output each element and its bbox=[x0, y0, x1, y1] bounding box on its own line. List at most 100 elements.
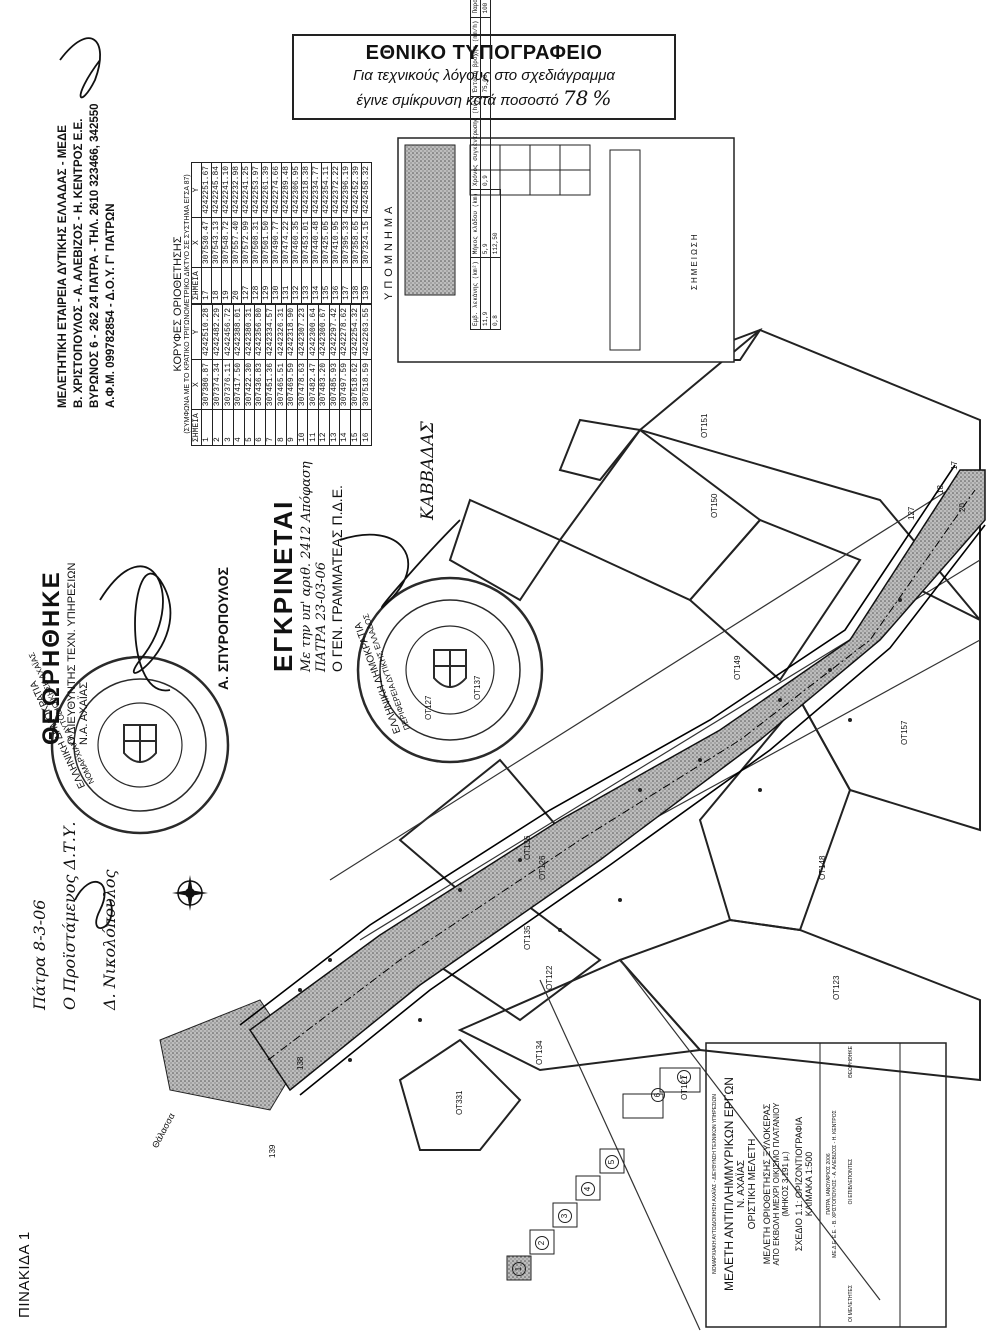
stamp-title: ΕΘΝΙΚΟ ΤΥΠΟΓΡΑΦΕΙΟ bbox=[365, 42, 603, 64]
coords-right-cell: 130 bbox=[271, 267, 282, 304]
zone-label: ΟΤ135 bbox=[523, 925, 532, 950]
legend-panel bbox=[397, 137, 735, 363]
coords-left-cell: 307422.30 bbox=[244, 359, 255, 410]
limit-line-right bbox=[299, 524, 986, 1096]
coords-right-cell: 307474.22 bbox=[281, 217, 292, 268]
handwritten-line1: Πάτρα 8-3-06 bbox=[30, 899, 49, 1010]
plate-label: ΠΙΝΑΚΙΔΑ 1 bbox=[16, 1231, 33, 1318]
coords-right-cell: 307324.15 bbox=[361, 217, 372, 268]
coords-left-cell: 4242307.23 bbox=[297, 304, 308, 360]
sheet-index bbox=[506, 1067, 701, 1281]
coords-right-cell: 4242334.77 bbox=[311, 162, 322, 218]
zone-label: ΟΤ151 bbox=[700, 413, 709, 438]
zone-label: ΟΤ331 bbox=[455, 1090, 464, 1115]
tb-prefecture: Ν. ΑΧΑΪΑΣ bbox=[736, 1160, 747, 1208]
zone-label: ΟΤ148 bbox=[818, 855, 827, 880]
sheet-number: 1 bbox=[512, 1262, 526, 1276]
zone-label: ΟΤ126 bbox=[538, 855, 547, 880]
coords-right-cell: 4242318.38 bbox=[301, 162, 312, 218]
coords-right-cell: 307508.31 bbox=[251, 217, 262, 268]
zone-label: ΟΤ157 bbox=[900, 720, 909, 745]
coords-header-0: ΣΗΜΕΙΑ bbox=[191, 267, 202, 304]
coords-right-cell: 134 bbox=[311, 267, 322, 304]
coords-right-cell: 129 bbox=[261, 267, 272, 304]
coords-right-cell: 307453.01 bbox=[301, 217, 312, 268]
legend-header: Μήκος κλάδου (km) bbox=[470, 189, 481, 258]
coords-right-cell: 138 bbox=[351, 267, 362, 304]
coords-left-cell: 4242300.64 bbox=[307, 304, 319, 360]
point-label: 17 bbox=[950, 461, 959, 470]
legend-header: Εμβ. λεκάνης (km²) bbox=[470, 257, 481, 330]
zone-label: ΟΤ123 bbox=[832, 975, 841, 1000]
legend-discharge-table: Εμβ. λεκάνης (km²)Μήκος κλάδου (km)Χρόνο… bbox=[470, 0, 501, 330]
stamp-percent-sign: % bbox=[592, 86, 612, 110]
coords-right-cell: 4242396.19 bbox=[341, 162, 352, 218]
stamp-line3: έγινε σμίκρυνση κατά ποσοστό 78 % bbox=[294, 86, 674, 110]
point-label: 127 bbox=[907, 506, 916, 520]
coords-right-cell: 4242306.95 bbox=[291, 162, 302, 218]
coords-left-cell: 307469.59 bbox=[286, 359, 298, 410]
coords-right-cell: 17 bbox=[201, 267, 212, 304]
coords-right-cell: 127 bbox=[241, 267, 252, 304]
coords-left-cell: 307482.47 bbox=[307, 359, 319, 410]
coords-header-2: Y bbox=[191, 304, 202, 360]
coords-left-cell: 4242278.62 bbox=[339, 304, 351, 360]
coords-left-cell: 7 bbox=[265, 409, 276, 446]
legend-note-title: ΣΗΜΕΙΩΣΗ bbox=[690, 232, 699, 290]
coords-right-cell: 20 bbox=[231, 267, 242, 304]
coords-left-cell: 4242482.29 bbox=[212, 304, 223, 360]
coords-left-cell: 4242297.42 bbox=[329, 304, 340, 360]
sheet-number: 7 bbox=[677, 1070, 691, 1084]
coords-left-cell: 307518.62 bbox=[350, 359, 361, 410]
coords-left-cell: 307436.83 bbox=[254, 359, 266, 410]
roads bbox=[249, 469, 981, 1331]
sheet-number: 4 bbox=[581, 1182, 595, 1196]
legend-cell: 0,8 bbox=[490, 257, 501, 330]
block-ot149 bbox=[688, 518, 862, 682]
tb-project: ΜΕΛΕΤΗ ΑΝΤΙΠΛΗΜΜΥΡΙΚΩΝ ΕΡΓΩΝ bbox=[722, 1077, 736, 1291]
coords-right-cell: 307460.35 bbox=[291, 217, 302, 268]
consultants-line4: Α.Φ.Μ. 099782854 - Δ.Ο.Υ. Γ' ΠΑΤΡΩΝ bbox=[105, 203, 117, 408]
legend-cell: 5,9 bbox=[480, 189, 491, 258]
approved-name: ΚΑΒΒΑΔΑΣ bbox=[418, 421, 438, 520]
legend-cell: 11,9 bbox=[480, 257, 491, 330]
coordinates-table-panel: ΚΟΡΥΦΕΣ ΟΡΙΟΘΕΤΗΣΗΣ (ΣΥΜΦΩΝΑ ΜΕ ΤΟ ΚΡΑΤΙ… bbox=[172, 162, 372, 446]
legend-cell: 75,00 bbox=[480, 17, 491, 97]
city-blocks bbox=[398, 327, 981, 1151]
approval-line2: Ο ΔΙΕΥΘΥΝΤΗΣ ΤΕΧΝ. ΥΠΗΡΕΣΙΩΝ bbox=[66, 562, 78, 745]
coords-left-cell: 307478.63 bbox=[297, 359, 308, 410]
coords-right-cell: 18 bbox=[211, 267, 222, 304]
coords-header-2: Y bbox=[191, 162, 202, 218]
coords-left-cell: 13 bbox=[329, 409, 340, 446]
coords-right-cell: 135 bbox=[321, 267, 332, 304]
zone-label: ΟΤ149 bbox=[733, 655, 742, 680]
sheet-number: 2 bbox=[535, 1236, 549, 1250]
coords-right-cell: 4242241.10 bbox=[221, 162, 232, 218]
coords-left-cell: 8 bbox=[275, 409, 287, 446]
coords-left-cell: 307451.36 bbox=[265, 359, 276, 410]
zone-label: ΟΤ136 bbox=[523, 835, 532, 860]
sheet-number: 3 bbox=[558, 1209, 572, 1223]
coords-left-cell: 16 bbox=[360, 409, 372, 446]
coords-right-cell: 307410.95 bbox=[331, 217, 342, 268]
coords-left-cell: 12 bbox=[318, 409, 329, 446]
